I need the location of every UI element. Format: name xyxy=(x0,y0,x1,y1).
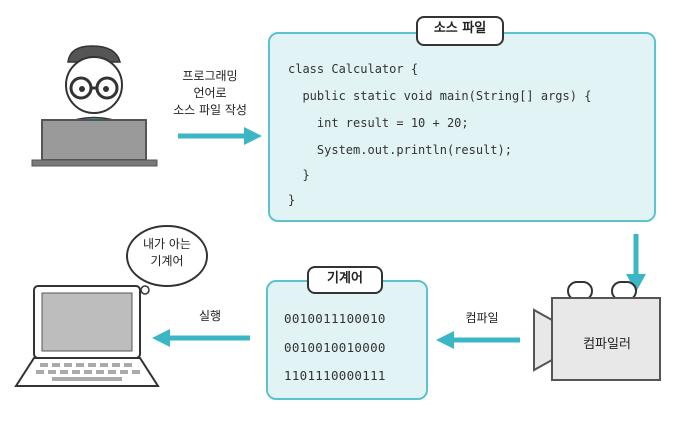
code-line: } xyxy=(288,168,310,182)
binary-line: 0010010010000 xyxy=(284,340,386,355)
programmer-illustration xyxy=(31,45,158,167)
compiler-icon xyxy=(533,281,661,381)
laptop-icon xyxy=(14,285,160,387)
laptop-back xyxy=(41,119,147,161)
code-line: System.out.println(result); xyxy=(288,143,512,157)
write-source-label: 프로그래밍 언어로 소스 파일 작성 xyxy=(173,69,247,117)
code-line: } xyxy=(288,193,296,207)
compile-label: 컴파일 xyxy=(465,311,499,325)
code-line: int result = 10 + 20; xyxy=(288,116,469,130)
code-line: class Calculator { xyxy=(288,62,419,76)
source-file-box xyxy=(268,32,656,222)
code-line: public static void main(String[] args) { xyxy=(288,89,592,103)
write-arrow xyxy=(178,127,262,145)
programmer-hair xyxy=(67,45,121,63)
run-label: 실행 xyxy=(198,309,222,323)
run-arrow xyxy=(152,329,250,347)
compile-arrow xyxy=(436,331,520,349)
binary-line: 1101110000111 xyxy=(284,368,386,383)
thought-text: 내가 아는 기계어 xyxy=(143,237,191,268)
binary-line: 0010011100010 xyxy=(284,311,386,326)
machine-code-title: 기계어 xyxy=(307,266,383,294)
machine-code-box xyxy=(266,280,428,400)
source-file-title: 소스 파일 xyxy=(416,16,504,46)
compiler-label: 컴파일러 xyxy=(583,337,631,352)
down-arrow xyxy=(626,234,646,292)
